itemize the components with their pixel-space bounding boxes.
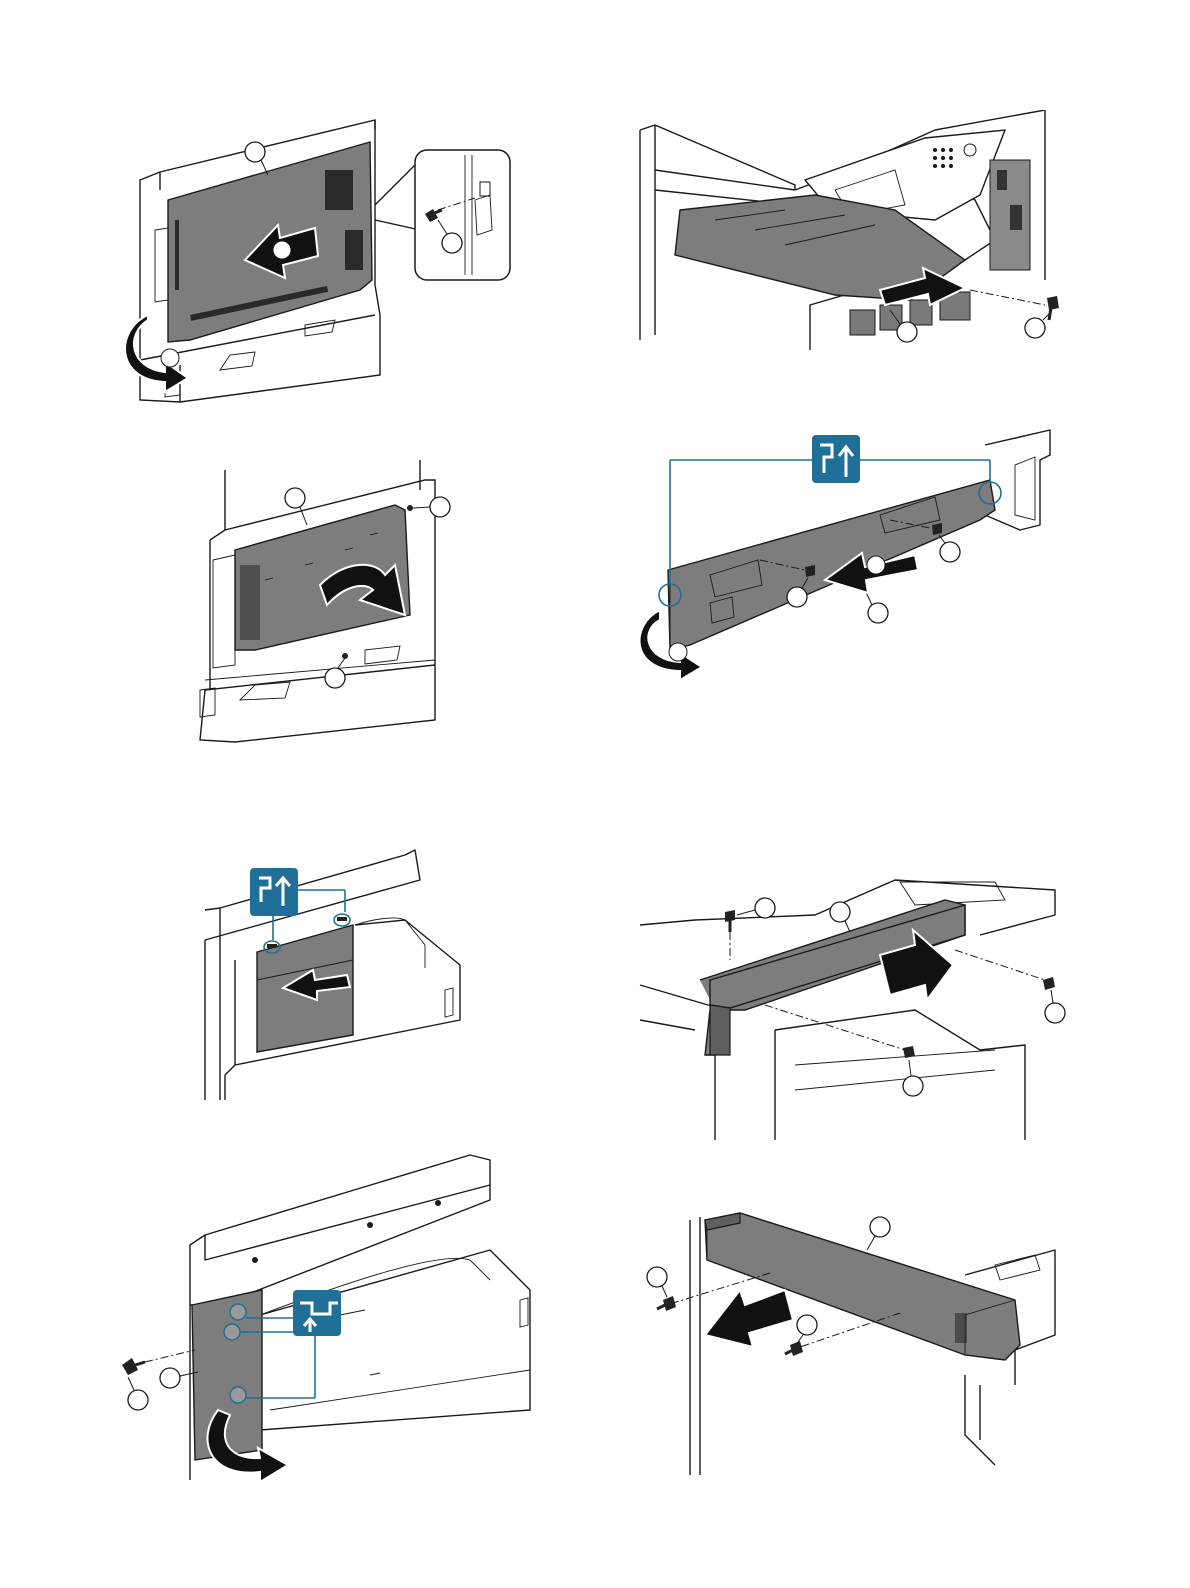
- front-lower-cover-illustration: [640, 425, 1060, 685]
- cover-removal-illustration: [635, 1195, 1070, 1480]
- panel-rear-cabinet-slide: [120, 110, 540, 410]
- callout-screw: [128, 1390, 148, 1410]
- drive-unit: [990, 160, 1030, 270]
- panel-upper-front-cover-pull: [635, 860, 1070, 1145]
- front-inner-cover-illustration: [195, 840, 465, 1110]
- callout-cover: [868, 603, 888, 623]
- callout-screw-top: [430, 497, 450, 517]
- callout-screw-left: [787, 587, 807, 607]
- callout-screw-right: [1045, 1003, 1065, 1023]
- exit-tray-illustration: [635, 110, 1065, 360]
- screw-icon: [122, 1358, 145, 1375]
- panel-front-lower-cover-slide: [640, 425, 1060, 685]
- upper-front-cover: [705, 1213, 1020, 1360]
- callout-cover: [830, 902, 850, 922]
- callout-cover: [870, 1217, 890, 1237]
- callout-screw: [1025, 318, 1045, 338]
- upper-front-cover-illustration: [635, 860, 1070, 1145]
- front-lower-cover: [668, 480, 995, 650]
- rear-cabinet-illustration: [120, 110, 540, 410]
- callout-screw-right: [940, 542, 960, 562]
- callout-screw-bottom: [325, 668, 345, 688]
- panel-upper-front-cover-remove: [635, 1195, 1070, 1480]
- controller-plate-illustration: [195, 450, 465, 750]
- pillar-cover: [192, 1290, 262, 1460]
- panel-exit-tray-harness: [635, 110, 1065, 360]
- callout-cover: [160, 1368, 180, 1388]
- screw-icon: [1047, 296, 1059, 320]
- callout-screw-left: [647, 1267, 667, 1287]
- panel-front-inner-cover: [195, 840, 465, 1110]
- panel-controller-plate-swing: [195, 450, 465, 750]
- callout-connector: [897, 322, 917, 342]
- panel-front-left-pillar-cover: [110, 1140, 550, 1485]
- callout-screw-right: [797, 1315, 817, 1335]
- callout-plate: [285, 488, 305, 508]
- callout-screw-bottom: [903, 1076, 923, 1096]
- screw-detail-inset: [375, 150, 510, 280]
- hook-release-icon: [250, 868, 345, 940]
- callout-screw-top: [755, 898, 775, 918]
- pull-left-arrow-icon: [705, 1290, 793, 1347]
- pillar-cover-illustration: [110, 1140, 550, 1485]
